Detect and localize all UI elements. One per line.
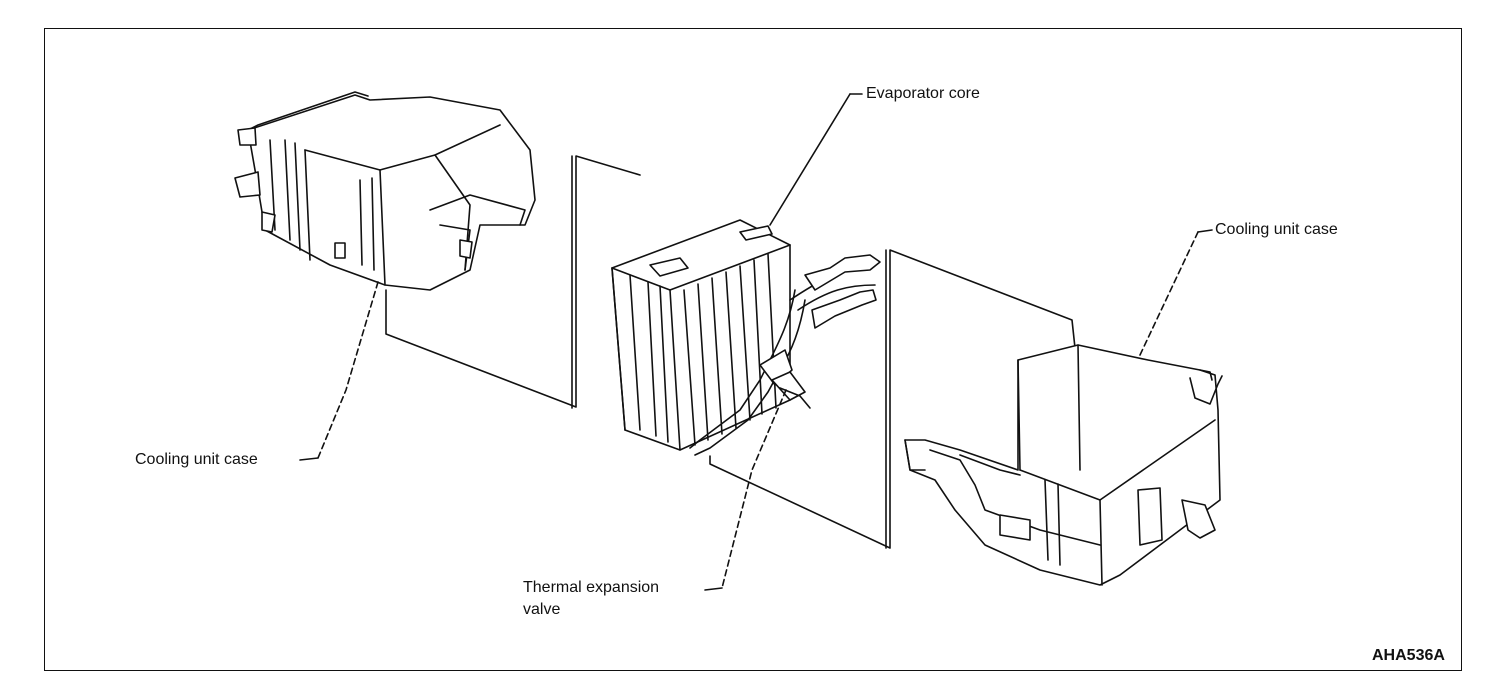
label-cooling-unit-case-right: Cooling unit case	[1215, 221, 1338, 238]
leader-cooling-case-left	[317, 281, 379, 459]
gasket-right	[709, 249, 1076, 549]
label-thermal-expansion-valve-line2: valve	[523, 601, 561, 618]
leader-tick-left	[299, 457, 319, 461]
label-thermal-expansion-valve: Thermal expansion	[523, 579, 660, 596]
leader-tick-valve	[704, 587, 723, 591]
figure-code: AHA536A	[1372, 647, 1445, 664]
diagram-frame	[44, 28, 1462, 671]
leader-tick-right	[1197, 229, 1213, 233]
leader-cooling-case-right	[1139, 231, 1199, 356]
label-evaporator-core: Evaporator core	[866, 85, 980, 102]
upper-cooling-unit-case	[234, 91, 536, 291]
evaporator-core-unit	[611, 219, 881, 456]
gasket-left	[385, 155, 641, 408]
label-cooling-unit-case-left: Cooling unit case	[135, 451, 258, 468]
leader-evaporator-core	[769, 93, 851, 226]
lower-cooling-unit-case	[904, 344, 1223, 586]
